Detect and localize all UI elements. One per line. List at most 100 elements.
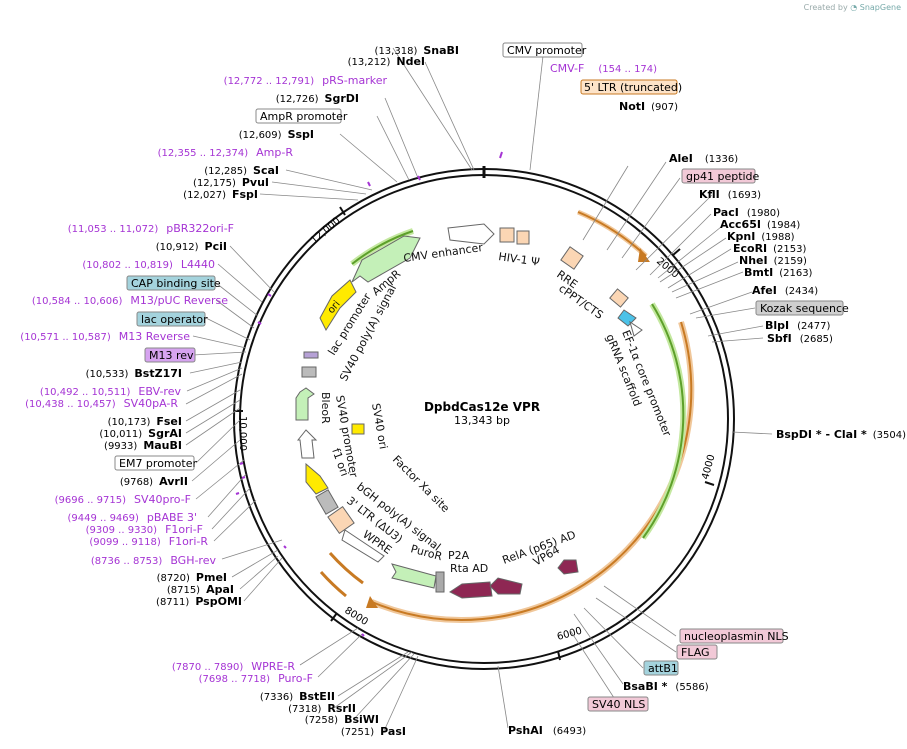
box-sv40-nls-text: SV40 NLS (592, 698, 645, 711)
primer-m13-puc-reverse: (10,584 .. 10,606)M13/pUC Reverse (32, 294, 228, 307)
enzyme-ndei: (13,212)NdeI (348, 55, 425, 68)
enzyme-acc65i: Acc65I(1984) (720, 218, 800, 231)
enzyme-pasi: (7251)PasI (341, 725, 406, 738)
feature-rela-arrow (489, 577, 523, 595)
box-cap-binding (126, 275, 216, 291)
box-m13-rev-text: M13 rev (149, 349, 194, 362)
box-gp41-text: gp41 peptide (686, 170, 760, 183)
enzyme-sbfi: SbfI(2685) (767, 332, 833, 345)
enzyme-fspi: (12,027)FspI (183, 188, 258, 201)
feature-rre-box (560, 246, 584, 270)
feature-bgh-box (315, 489, 339, 515)
box-cmv-promoter-text: CMV promoter (507, 44, 587, 57)
enzyme-blpi: BlpI(2477) (765, 319, 830, 332)
label-p2a: P2A (448, 549, 470, 562)
feature-p2a-box (435, 571, 445, 593)
box-m13-rev (144, 347, 196, 363)
credit-brand: SnapGene (859, 3, 901, 12)
primer-ebv-rev: (10,492 .. 10,511)EBV-rev (40, 385, 182, 398)
primer-sv40pro-f: (9696 .. 9715)SV40pro-F (55, 493, 191, 506)
enzyme-nhei: NheI(2159) (739, 254, 807, 267)
scale-label-8000: 8000 (342, 605, 369, 628)
plasmid-name: DpbdCas12e VPR (424, 400, 540, 414)
box-cap-binding-text: CAP binding site (131, 277, 221, 290)
feature-rta-arrow (449, 581, 493, 599)
enzyme-paci: PacI(1980) (713, 206, 780, 219)
enzyme-rsrii: (7318)RsrII (288, 702, 356, 715)
enzyme-afei: AfeI(2434) (752, 284, 818, 297)
enzyme-maubi: (9933)MauBI (104, 439, 182, 452)
scale-label-10000: 10,000 (237, 416, 248, 451)
scale-label-4000: 4000 (700, 453, 717, 480)
enzyme-scai: (12,285)ScaI (204, 164, 279, 177)
feature-puror-arrow (391, 563, 437, 589)
feature-cppt-box (609, 288, 629, 308)
box-sv40-nls (587, 696, 649, 712)
enzyme-bsteii: (7336)BstEII (260, 690, 335, 703)
feature-sv40-promoter-arrow (296, 429, 318, 459)
enzyme-apai: (8715)ApaI (167, 583, 234, 596)
enzyme-bsabi: BsaBI *(5586) (623, 680, 709, 693)
box-cmv-promoter (502, 42, 583, 58)
enzyme-pvui: (12,175)PvuI (193, 176, 269, 189)
enzyme-fsei: (10,173)FseI (108, 415, 182, 428)
plasmid-length: 13,343 bp (454, 414, 510, 427)
box-ampr-promoter (255, 108, 342, 124)
label-factor-xa: Factor Xa site (390, 453, 452, 515)
box-gp41 (681, 168, 756, 184)
snapgene-logo-icon: ◔ (850, 3, 858, 12)
tick-6000 (557, 650, 561, 661)
tick-12000 (339, 206, 346, 216)
enzyme-noti: NotI(907) (619, 100, 678, 113)
feature-f1ori-arrow (305, 462, 329, 495)
tick-8000 (330, 612, 338, 622)
tick-4000 (704, 481, 715, 486)
feature-arrow-orange-top (638, 248, 650, 262)
primer-f1ori-f: (9309 .. 9330)F1ori-F (86, 523, 203, 536)
box-5ltr (580, 79, 678, 95)
feature-3ltr-box (327, 505, 355, 535)
enzyme-kfli: KflI(1693) (699, 188, 761, 201)
feature-wpre-arrow (341, 529, 385, 563)
primer-amp-r: (12,355 .. 12,374)Amp-R (158, 146, 294, 159)
feature-ef1a-arrow (617, 309, 637, 327)
box-flag (676, 644, 718, 660)
enzyme-ecori: EcoRI(2153) (733, 242, 807, 255)
feature-sv40ori-box (351, 423, 365, 435)
primer-bgh-rev: (8736 .. 8753)BGH-rev (91, 554, 217, 567)
label-bleor: BleoR (319, 392, 332, 424)
enzyme-bspdi-clai: BspDI * - ClaI *(3504) (776, 428, 906, 441)
enzyme-alei: AleI(1336) (669, 152, 738, 165)
box-lac-operator (136, 311, 206, 327)
scale-label-6000: 6000 (556, 626, 583, 643)
feature-hiv-psi-box2 (516, 230, 530, 245)
snapgene-credit: Created by ◔ SnapGene (804, 3, 901, 12)
box-5ltr-text: 5' LTR (truncated) (584, 81, 682, 94)
box-nucleoplasmin-nls-text: nucleoplasmin NLS (684, 630, 789, 643)
boxed-labels: CMV promoter 5' LTR (truncated) AmpR pro… (114, 42, 849, 712)
box-attb1 (643, 660, 679, 676)
primer-f1ori-r: (9099 .. 9118)F1ori-R (89, 535, 208, 548)
enzyme-bmti: BmtI(2163) (744, 266, 813, 279)
feature-ori-arrow (319, 279, 357, 332)
feature-arc-orange-left2 (319, 571, 347, 598)
enzymes-right: NotI(907) AleI(1336) KflI(1693) PacI(198… (508, 100, 906, 737)
leader-lines (185, 47, 773, 732)
feature-arc-orange-big-core (371, 321, 693, 621)
enzyme-pspomi: (8711)PspOMI (156, 595, 242, 608)
primer-m13-reverse: (10,571 .. 10,587)M13 Reverse (20, 330, 190, 343)
box-kozak (755, 300, 844, 316)
box-attb1-text: attB1 (648, 662, 678, 675)
credit-prefix: Created by (803, 3, 848, 12)
enzymes-left: (13,318)SnaBI (13,212)NdeI (12,726)SgrDI… (86, 44, 459, 738)
primer-labels: CMV-F(154 .. 174) (12,772 .. 12,791)pRS-… (20, 62, 657, 685)
feature-arc-green-top-core (351, 230, 414, 265)
enzyme-kpni: KpnI(1988) (727, 230, 795, 243)
primer-wpre-r: (7870 .. 7890)WPRE-R (172, 660, 295, 673)
label-hiv-psi: HIV-1 Ψ (498, 250, 541, 269)
feature-arc-orange-top (577, 209, 648, 258)
enzyme-pshai: PshAI(6493) (508, 724, 586, 737)
primer-pbabe3: (9449 .. 9469)pBABE 3' (68, 511, 198, 524)
feature-ampr-arrow (351, 235, 421, 283)
